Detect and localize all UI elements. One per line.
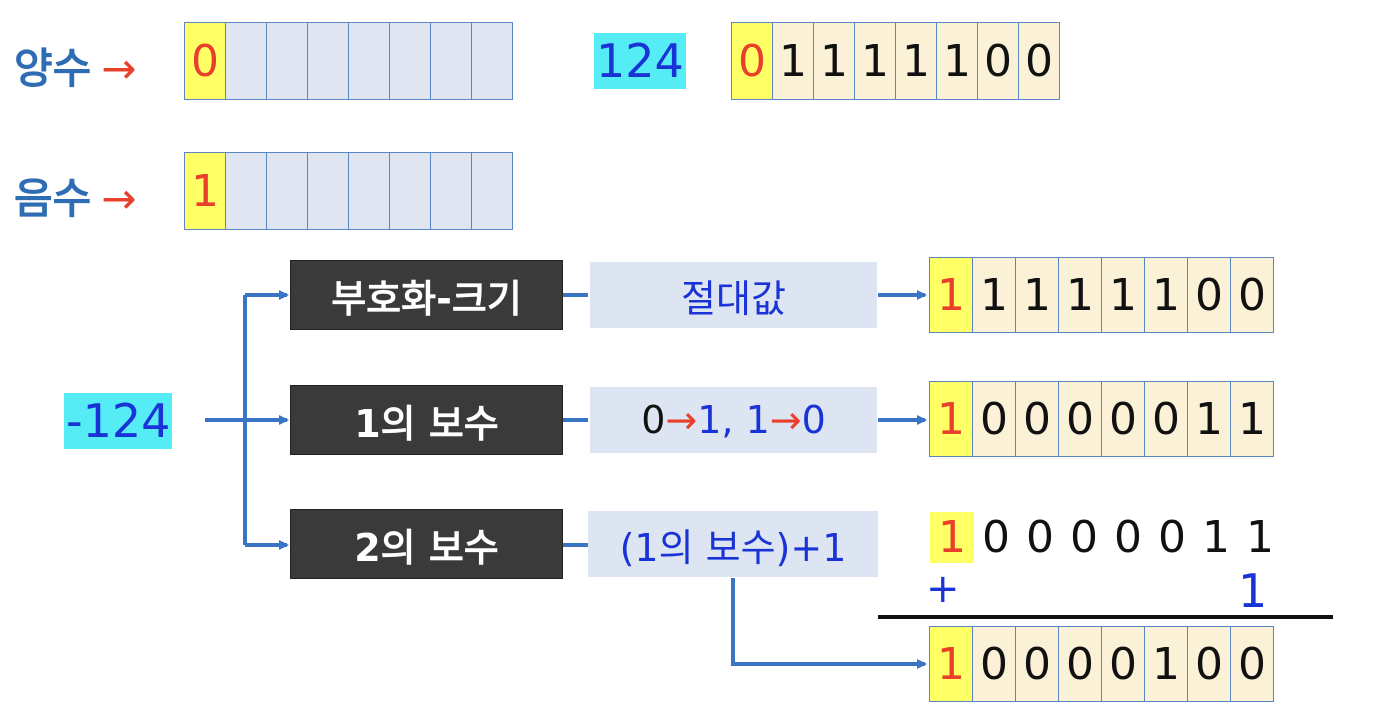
empty-cell <box>348 152 390 230</box>
positive-value: 124 <box>594 33 686 89</box>
bit-cell: 1 <box>1144 257 1188 333</box>
bit-cell: 1 <box>1144 626 1188 702</box>
bit-digit: 0 <box>1158 512 1186 563</box>
addend-bits: 1 0 0 0 0 0 1 1 <box>930 512 1282 563</box>
bit-cell: 0 <box>1058 626 1102 702</box>
bit-cell: 0 <box>1018 22 1060 100</box>
bit-cell: 1 <box>895 22 937 100</box>
bit-cell: 1 <box>813 22 855 100</box>
bit-digit: 0 <box>982 512 1010 563</box>
empty-cell <box>430 22 472 100</box>
empty-cell <box>430 152 472 230</box>
bit-cell: 1 <box>972 257 1016 333</box>
positive-register: 0 <box>184 22 513 100</box>
method-ones-complement-desc: 0→1, 1→0 <box>590 387 877 453</box>
desc-part: 1, 1 <box>697 398 770 442</box>
bit-cell: 0 <box>1058 381 1102 457</box>
bit-cell: 0 <box>1015 381 1059 457</box>
empty-cell <box>266 152 308 230</box>
twos-complement-bits: 1 0 0 0 0 1 0 0 <box>929 626 1274 702</box>
bit-cell: 1 <box>1230 381 1274 457</box>
bit-cell: 0 <box>1015 626 1059 702</box>
bit-cell: 0 <box>972 626 1016 702</box>
bit-cell: 0 <box>1101 626 1145 702</box>
sign-bit-cell: 0 <box>184 22 226 100</box>
bit-cell: 0 <box>1187 257 1231 333</box>
arrow-icon: → <box>769 398 802 442</box>
negative-label-text: 음수 <box>14 174 92 223</box>
bit-cell: 1 <box>772 22 814 100</box>
positive-label-text: 양수 <box>14 44 92 93</box>
positive-label: 양수→ <box>14 35 136 96</box>
empty-cell <box>266 22 308 100</box>
method-sign-magnitude: 부호화-크기 <box>290 260 563 330</box>
bit-digit: 0 <box>1114 512 1142 563</box>
bit-cell: 0 <box>731 22 773 100</box>
bit-digit: 1 <box>930 512 974 563</box>
empty-cell <box>225 22 267 100</box>
bit-cell: 0 <box>972 381 1016 457</box>
empty-cell <box>471 152 513 230</box>
bit-digit: 1 <box>1202 512 1230 563</box>
positive-arrow-icon: → <box>101 44 137 93</box>
bit-cell: 1 <box>1101 257 1145 333</box>
empty-cell <box>348 22 390 100</box>
method-twos-complement-desc: (1의 보수)+1 <box>588 511 878 577</box>
negative-label: 음수→ <box>14 165 136 226</box>
empty-cell <box>389 22 431 100</box>
method-twos-complement: 2의 보수 <box>290 509 563 579</box>
empty-cell <box>389 152 431 230</box>
bit-cell: 1 <box>854 22 896 100</box>
bit-cell: 1 <box>1015 257 1059 333</box>
bit-cell: 0 <box>1101 381 1145 457</box>
empty-cell <box>307 22 349 100</box>
bit-cell: 0 <box>1230 626 1274 702</box>
sign-bit-cell: 1 <box>184 152 226 230</box>
bit-cell: 1 <box>1058 257 1102 333</box>
negative-arrow-icon: → <box>101 174 137 223</box>
bit-digit: 0 <box>1070 512 1098 563</box>
negative-value: -124 <box>64 393 173 449</box>
bit-cell: 1 <box>1187 381 1231 457</box>
bit-cell: 1 <box>929 381 973 457</box>
bit-cell: 0 <box>1230 257 1274 333</box>
bit-cell: 1 <box>929 626 973 702</box>
desc-part: 0 <box>641 398 666 442</box>
bit-cell: 1 <box>929 257 973 333</box>
empty-cell <box>307 152 349 230</box>
ones-complement-bits: 1 0 0 0 0 0 1 1 <box>929 381 1274 457</box>
bit-digit: 0 <box>1026 512 1054 563</box>
bit-digit: 1 <box>1246 512 1274 563</box>
desc-part: 0 <box>801 398 826 442</box>
method-sign-magnitude-desc: 절대값 <box>590 262 877 328</box>
positive-value-bits: 0 1 1 1 1 1 0 0 <box>731 22 1060 100</box>
sign-magnitude-bits: 1 1 1 1 1 1 0 0 <box>929 257 1274 333</box>
empty-cell <box>471 22 513 100</box>
method-ones-complement: 1의 보수 <box>290 385 563 455</box>
bit-cell: 1 <box>936 22 978 100</box>
bit-cell: 0 <box>1144 381 1188 457</box>
plus-one: 1 <box>1238 564 1268 618</box>
negative-register: 1 <box>184 152 513 230</box>
empty-cell <box>225 152 267 230</box>
bit-cell: 0 <box>977 22 1019 100</box>
plus-sign: + <box>926 566 960 612</box>
bit-cell: 0 <box>1187 626 1231 702</box>
arrow-icon: → <box>665 398 698 442</box>
